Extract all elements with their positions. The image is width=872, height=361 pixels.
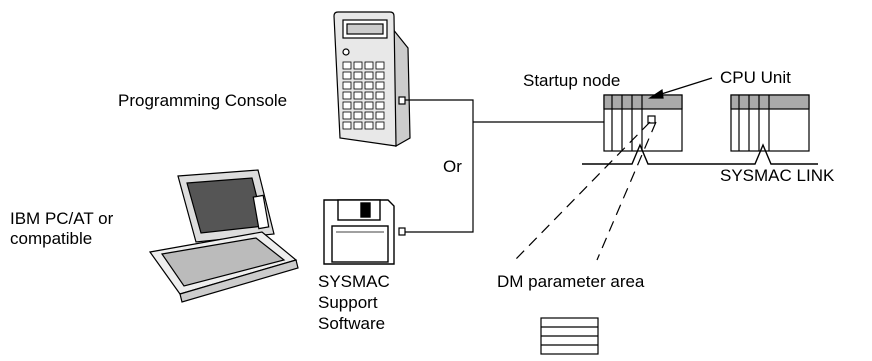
sss-label-line2: Support bbox=[318, 293, 378, 312]
or-label: Or bbox=[443, 157, 462, 176]
programming-console-label: Programming Console bbox=[118, 91, 288, 110]
dm-parameter-area-label: DM parameter area bbox=[497, 272, 645, 291]
sysmac-link-label: SYSMAC LINK bbox=[720, 166, 835, 185]
startup-node-plc-icon bbox=[603, 94, 683, 152]
remote-node-plc-icon bbox=[730, 94, 810, 152]
laptop-icon bbox=[148, 169, 299, 303]
sss-label-line1: SYSMAC bbox=[318, 272, 390, 291]
dm-projection-lines bbox=[514, 121, 657, 261]
cpu-unit-label: CPU Unit bbox=[720, 68, 791, 87]
ibm-pc-label-line2: compatible bbox=[10, 229, 93, 248]
cpu-unit-pointer bbox=[648, 77, 713, 99]
ibm-pc-label-line1: IBM PC/AT or bbox=[10, 209, 114, 228]
programming-console-icon bbox=[333, 11, 411, 148]
dm-parameter-table bbox=[540, 317, 599, 355]
connection-cables bbox=[398, 96, 618, 236]
startup-node-label: Startup node bbox=[523, 71, 621, 90]
sss-label-line3: Software bbox=[318, 314, 386, 333]
sysmac-link-bus bbox=[582, 143, 818, 165]
floppy-disk-icon bbox=[323, 199, 395, 265]
